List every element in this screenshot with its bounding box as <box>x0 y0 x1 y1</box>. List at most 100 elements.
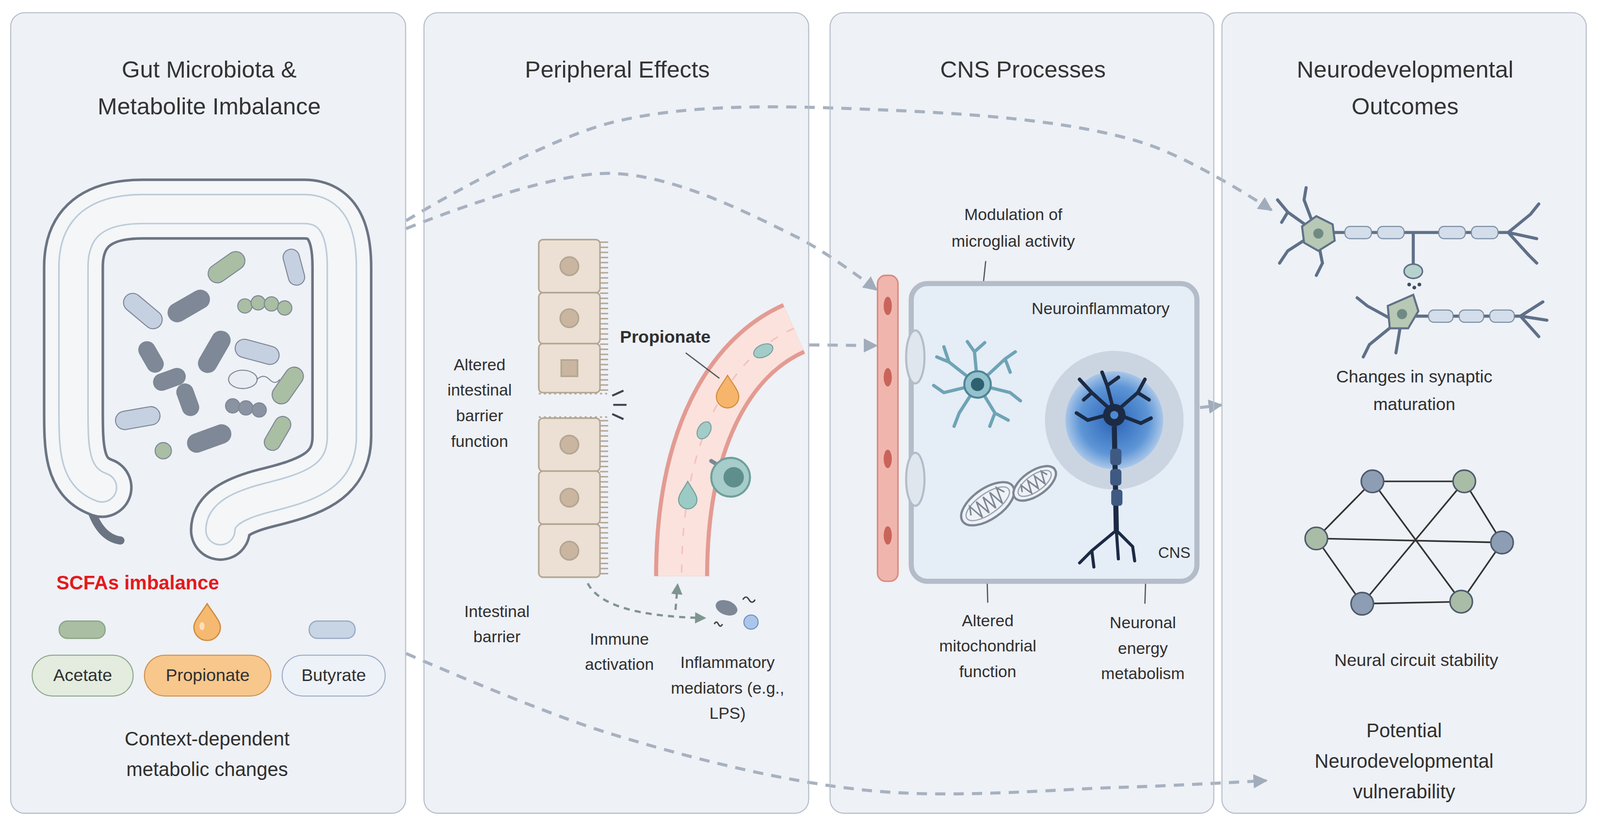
synapse-neurons <box>1387 294 1419 329</box>
epithelium <box>560 541 579 561</box>
synapse-neurons <box>1357 297 1547 357</box>
neural-circuit <box>1490 531 1514 554</box>
panel-box: CNS ProcessesNeuroinflammatoryCNS <box>829 12 1215 815</box>
panel-heading: CNS Processes <box>885 50 1161 88</box>
synapse-neurons <box>1396 308 1407 320</box>
neural-circuit <box>1351 592 1374 615</box>
colon <box>73 209 342 541</box>
mitochondria <box>960 481 1015 528</box>
colon <box>73 209 342 531</box>
neuron <box>1102 404 1126 427</box>
bacteria <box>233 337 282 368</box>
outcome-group: Neural circuit stability <box>1288 454 1544 690</box>
panel-fill <box>10 12 1587 815</box>
synapse-neurons <box>1302 216 1335 252</box>
epithelium <box>538 471 600 525</box>
bacteria <box>277 301 292 316</box>
bacteria <box>184 422 234 455</box>
scfa-icons <box>59 621 106 639</box>
blood-cells <box>716 375 739 408</box>
scfa-icons <box>199 622 205 631</box>
neuron <box>1110 469 1122 486</box>
bacteria <box>237 298 252 313</box>
synapse-neurons <box>1412 286 1417 291</box>
bacteria <box>113 405 162 432</box>
bacteria <box>194 327 234 376</box>
bacteria <box>135 339 167 376</box>
inflammatory-icons <box>713 597 740 619</box>
mitochondria <box>1018 469 1051 498</box>
blood-vessel <box>681 328 794 577</box>
region-label: CNS <box>1158 542 1196 564</box>
cns-region <box>883 526 892 546</box>
cns-region <box>905 330 925 384</box>
mitochondria <box>1007 459 1063 508</box>
colon <box>73 209 342 531</box>
epithelium <box>538 418 600 472</box>
colon <box>73 209 342 531</box>
bacteria <box>113 247 308 459</box>
neuron <box>1044 351 1184 568</box>
mitochondria <box>1014 466 1056 502</box>
neural-circuit <box>1453 470 1476 493</box>
annotation-label: Modulation of microglial activity <box>936 202 1090 256</box>
neuron <box>1065 371 1164 470</box>
colon <box>73 209 342 531</box>
neuron <box>1110 411 1119 420</box>
metabolite-pill: Propionate <box>144 655 272 697</box>
panel-heading: Peripheral Effects <box>479 50 756 88</box>
synapse-neurons <box>1334 204 1539 268</box>
epithelium <box>560 257 579 276</box>
epithelium <box>538 292 600 344</box>
annotation-label: Immune activation <box>572 626 667 678</box>
bacteria <box>257 376 280 383</box>
scfa-icons <box>308 621 356 639</box>
bacteria <box>264 296 279 311</box>
outcome-group: Changes in synaptic maturation <box>1271 179 1558 425</box>
metabolite-name: Acetate <box>53 665 113 687</box>
immune-flow <box>587 583 705 619</box>
metabolite-label: Propionate <box>614 326 717 349</box>
synapse-neurons <box>1377 226 1405 239</box>
outcome-group: Potential Neurodevelopmental vulnerabili… <box>1266 715 1542 810</box>
microglia <box>970 378 985 392</box>
mitochondria <box>953 473 1022 534</box>
neural-circuit <box>1305 470 1514 616</box>
neural-circuit <box>1361 470 1384 493</box>
region-label: Neuroinflammatory <box>1031 298 1181 320</box>
epithelium <box>538 343 600 393</box>
cns-region-box: NeuroinflammatoryCNS <box>876 274 1200 585</box>
cns-region <box>877 275 898 582</box>
panel-fill <box>1221 12 1587 815</box>
inflammatory-icons <box>713 597 759 630</box>
mitochondria <box>1007 459 1063 508</box>
panel-note: Context-dependent metabolic changes <box>95 724 320 786</box>
cns-region <box>883 368 892 388</box>
epithelium <box>561 360 578 377</box>
epithelium <box>538 524 600 578</box>
cns-region <box>883 296 892 316</box>
annotation-label: Intestinal barrier <box>450 598 545 650</box>
cns-region <box>883 450 892 469</box>
microglia <box>933 341 1021 427</box>
bacteria <box>281 247 307 288</box>
dashed-connector <box>405 106 1272 221</box>
bacteria <box>174 381 202 419</box>
annotation-label: Inflammatory mediators (e.g., LPS) <box>668 649 787 727</box>
bacteria <box>268 363 308 408</box>
inflammatory-icons <box>743 597 756 603</box>
synapse-neurons <box>1404 264 1423 279</box>
blood-vessel <box>681 328 794 577</box>
epithelium <box>538 239 627 578</box>
metabolite-pill: Butyrate <box>281 655 387 697</box>
blood-vessel <box>681 328 794 577</box>
bacteria <box>164 287 213 326</box>
bacteria <box>119 289 166 333</box>
blood-cells <box>751 340 776 361</box>
metabolite-pill: Acetate <box>31 655 134 697</box>
synapse-neurons <box>1428 310 1454 323</box>
mitochondria <box>966 485 1010 523</box>
metabolite-name: Propionate <box>165 665 250 687</box>
